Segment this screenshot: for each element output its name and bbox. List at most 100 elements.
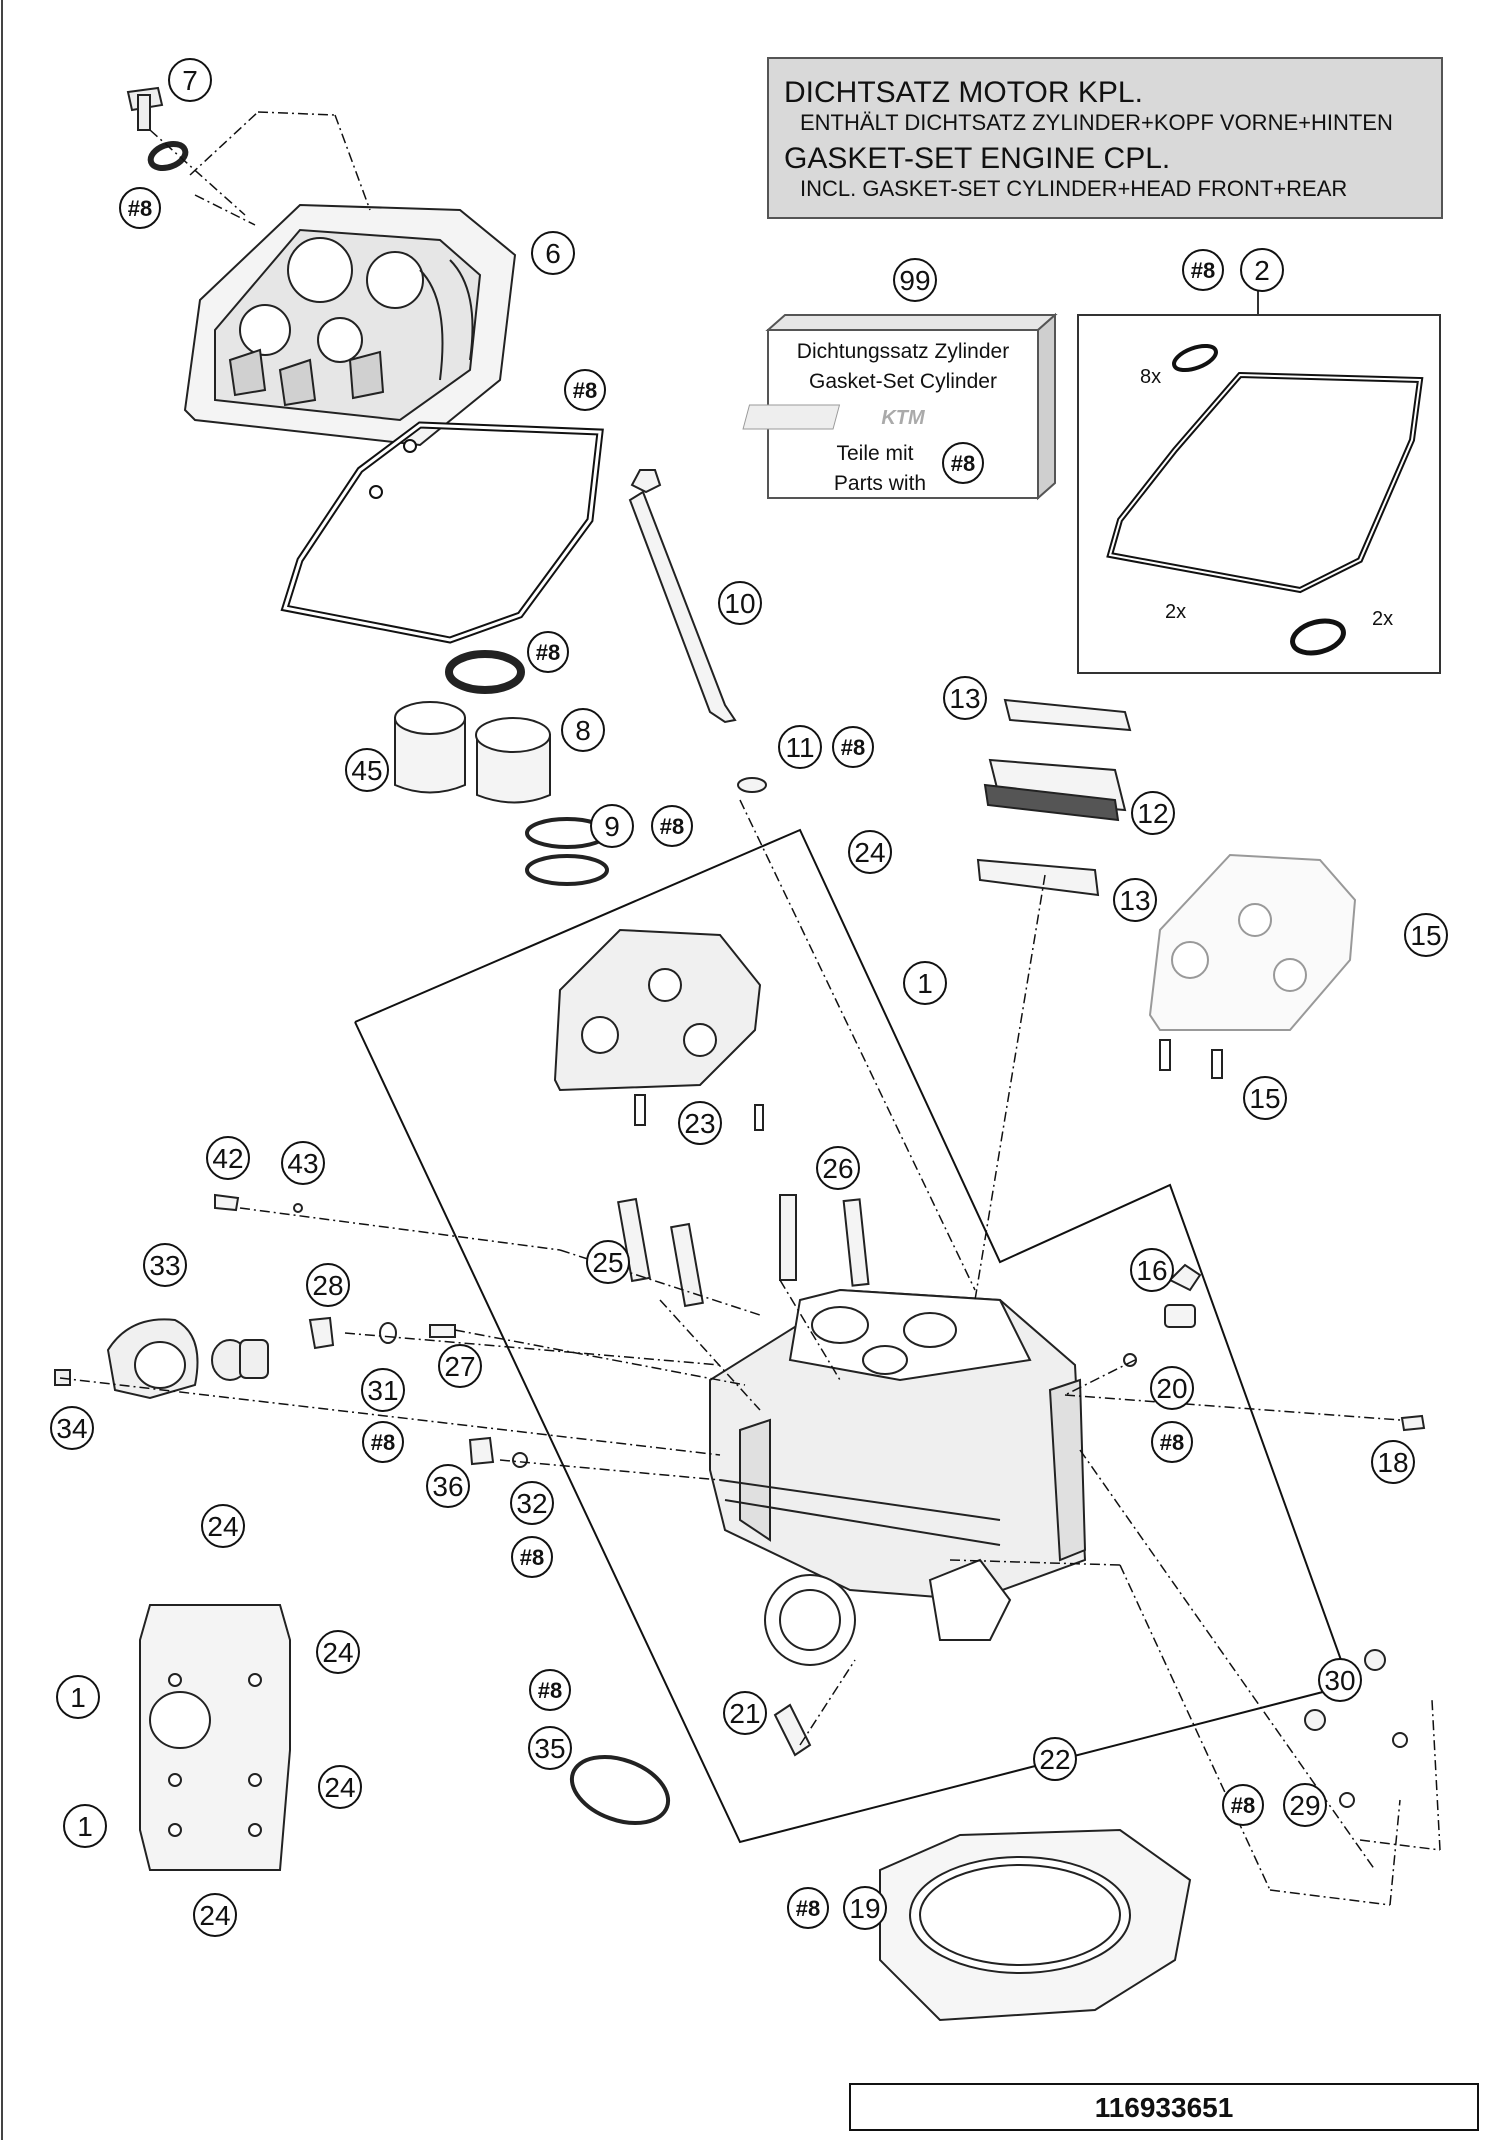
callout-label: 1 bbox=[917, 968, 933, 999]
callout-c20: 20 bbox=[1150, 1366, 1194, 1410]
callout-c8: 8 bbox=[561, 708, 605, 752]
o-ring-35 bbox=[569, 1755, 671, 1825]
callout-label: 11 bbox=[785, 732, 814, 763]
camshaft-carrier-23 bbox=[553, 928, 764, 1131]
callout-c35: 35 bbox=[528, 1726, 572, 1770]
part-number: 116933651 bbox=[1095, 2092, 1234, 2123]
callout-label: #8 bbox=[1160, 1430, 1184, 1455]
callout-label: 13 bbox=[949, 683, 980, 714]
callout-label: #8 bbox=[1231, 1793, 1255, 1818]
cylinder-kit-line2: Gasket-Set Cylinder bbox=[809, 370, 997, 393]
callout-c8ref-a: #8 bbox=[119, 187, 161, 229]
callout-label: #8 bbox=[371, 1430, 395, 1455]
callout-c23: 23 bbox=[678, 1101, 722, 1145]
callout-label: 24 bbox=[199, 1900, 230, 1931]
temperature-sensor bbox=[1123, 1263, 1426, 1808]
cylinder-kit-ref: #8 bbox=[951, 451, 975, 476]
callout-c29: 29 bbox=[1283, 1783, 1327, 1827]
callout-c8ref-f: #8 bbox=[362, 1421, 404, 1463]
callout-label: #8 bbox=[538, 1678, 562, 1703]
callout-label: 25 bbox=[592, 1247, 623, 1278]
callout-c45: 45 bbox=[345, 748, 389, 792]
callout-label: 35 bbox=[534, 1733, 565, 1764]
svg-text:99: 99 bbox=[899, 265, 930, 296]
callout-c8ref-g: #8 bbox=[1151, 1421, 1193, 1463]
callout-c13b: 13 bbox=[1113, 878, 1157, 922]
shim-set bbox=[976, 698, 1132, 897]
callout-c30: 30 bbox=[1318, 1658, 1362, 1702]
callout-c25: 25 bbox=[586, 1240, 630, 1284]
callout-c8ref-k: #8 bbox=[787, 1887, 829, 1929]
kit-note-line3: GASKET-SET ENGINE CPL. bbox=[784, 142, 1170, 175]
callout-label: 1 bbox=[77, 1811, 93, 1842]
callout-label: 12 bbox=[1137, 798, 1168, 829]
callout-c24c: 24 bbox=[316, 1630, 360, 1674]
qty-seal-large: 2x bbox=[1372, 608, 1393, 630]
callout-label: 24 bbox=[207, 1511, 238, 1542]
callout-c1a: 1 bbox=[903, 961, 947, 1005]
callout-label: 9 bbox=[604, 811, 620, 842]
callout-label: 34 bbox=[56, 1413, 87, 1444]
gasket-set-ref: #8 bbox=[1191, 258, 1215, 283]
callout-c11: 11 bbox=[778, 725, 822, 769]
callout-c28: 28 bbox=[306, 1263, 350, 1307]
callout-c1b: 1 bbox=[56, 1675, 100, 1719]
callout-c16: 16 bbox=[1130, 1248, 1174, 1292]
kit-note-line1: DICHTSATZ MOTOR KPL. bbox=[784, 76, 1143, 109]
callout-c27: 27 bbox=[438, 1344, 482, 1388]
callout-label: 36 bbox=[432, 1471, 463, 1502]
cylinder-kit-line3: Teile mit bbox=[836, 442, 913, 465]
callout-label: #8 bbox=[841, 735, 865, 760]
assembly-outline bbox=[354, 828, 1352, 1844]
callout-c8ref-b: #8 bbox=[564, 369, 606, 411]
valve-guides bbox=[617, 1194, 870, 1308]
callout-c33: 33 bbox=[143, 1243, 187, 1287]
cylinder-kit-line4: Parts with bbox=[834, 472, 926, 495]
callout-c7: 7 bbox=[168, 58, 212, 102]
valve-cover-leader-lines bbox=[149, 111, 371, 226]
callout-label: 43 bbox=[287, 1148, 318, 1179]
callout-c34: 34 bbox=[50, 1406, 94, 1450]
gasket-set-box: #8 2 8x 2x 2x bbox=[1077, 248, 1441, 674]
callout-label: 10 bbox=[724, 588, 755, 619]
camshaft-carrier-15 bbox=[1148, 853, 1357, 1079]
callout-label: 8 bbox=[575, 715, 591, 746]
water-pump-housing bbox=[54, 1318, 269, 1400]
callout-c24d: 24 bbox=[318, 1765, 362, 1809]
callout-c22: 22 bbox=[1033, 1737, 1077, 1781]
callout-label: 18 bbox=[1377, 1447, 1408, 1478]
valve-cover-gasket bbox=[280, 421, 604, 644]
callout-label: 45 bbox=[351, 755, 382, 786]
gasket-set-number: 2 bbox=[1254, 255, 1270, 286]
gasket-kit-note: DICHTSATZ MOTOR KPL. ENTHÄLT DICHTSATZ Z… bbox=[767, 57, 1443, 219]
callout-c9: 9 bbox=[590, 804, 634, 848]
callout-label: #8 bbox=[128, 196, 152, 221]
callout-label: #8 bbox=[660, 814, 684, 839]
kit-note-line4: INCL. GASKET-SET CYLINDER+HEAD FRONT+REA… bbox=[800, 176, 1347, 201]
callout-label: 42 bbox=[212, 1143, 243, 1174]
ktm-logo: KTM bbox=[742, 404, 926, 430]
callout-label: 33 bbox=[149, 1250, 180, 1281]
cylinder-kit-line1: Dichtungssatz Zylinder bbox=[797, 340, 1009, 363]
dowel-pin bbox=[773, 1703, 812, 1757]
callout-label: 23 bbox=[684, 1108, 715, 1139]
part-number-box: 116933651 bbox=[849, 2083, 1479, 2131]
callout-c19: 19 bbox=[843, 1886, 887, 1930]
callout-label: 24 bbox=[854, 837, 885, 868]
callout-c43: 43 bbox=[281, 1141, 325, 1185]
callout-c12: 12 bbox=[1131, 791, 1175, 835]
callout-label: 6 bbox=[545, 238, 561, 269]
callout-label: #8 bbox=[536, 640, 560, 665]
plug-screws bbox=[214, 1193, 528, 1468]
callout-c24e: 24 bbox=[193, 1893, 237, 1937]
callout-label: 24 bbox=[322, 1637, 353, 1668]
gasket-plate bbox=[139, 1604, 291, 1871]
callout-c13a: 13 bbox=[943, 676, 987, 720]
callout-label: 28 bbox=[312, 1270, 343, 1301]
callout-label: 16 bbox=[1136, 1255, 1167, 1286]
callout-label: 1 bbox=[70, 1682, 86, 1713]
callout-label: 24 bbox=[324, 1772, 355, 1803]
